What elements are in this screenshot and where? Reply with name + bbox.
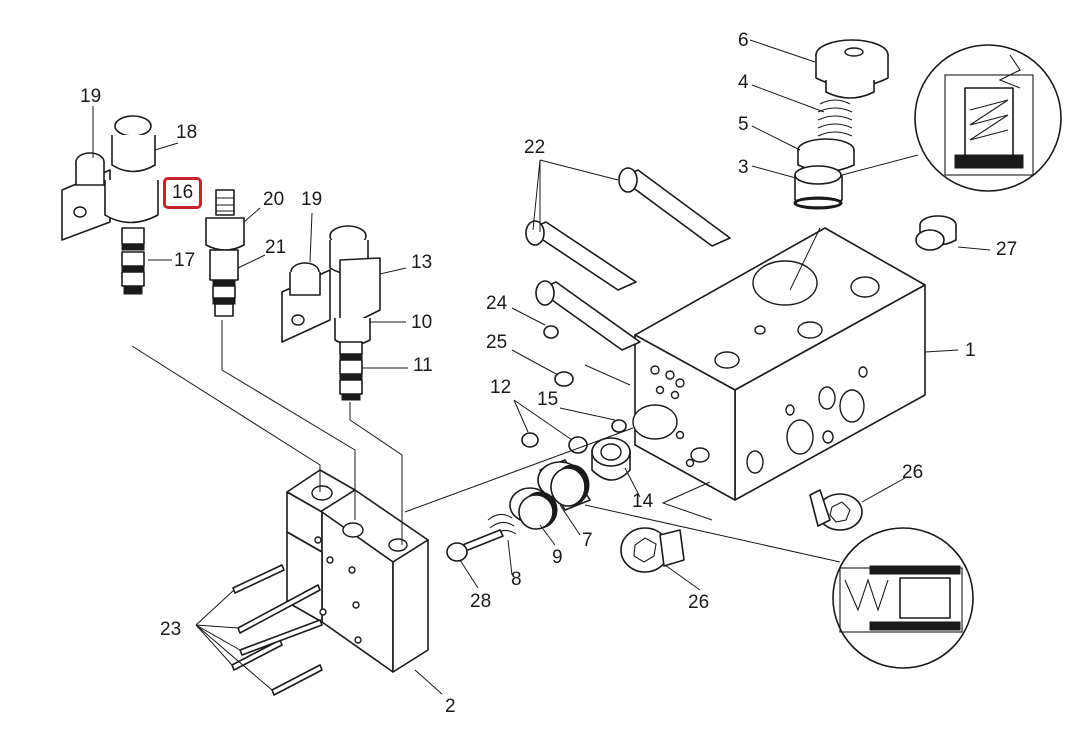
part-label-14: 14 <box>632 491 654 512</box>
bolts-22 <box>525 167 731 351</box>
part-label-10: 10 <box>411 312 433 333</box>
part-label-11: 11 <box>413 355 433 376</box>
manifold-block <box>632 227 926 501</box>
part-label-9: 9 <box>552 547 563 568</box>
part-label-13: 13 <box>411 252 433 273</box>
screws-23 <box>231 564 323 696</box>
part-label-28: 28 <box>470 591 492 612</box>
part-label-18: 18 <box>176 122 198 143</box>
part-label-21: 21 <box>265 237 287 258</box>
solenoid-valve-left <box>61 115 159 295</box>
assembly-lines <box>131 227 821 545</box>
part-label-6: 6 <box>738 30 749 51</box>
part-label-19-middle: 19 <box>301 189 323 210</box>
label-leaders <box>92 39 991 695</box>
part-label-20: 20 <box>263 189 285 210</box>
part-label-27: 27 <box>996 239 1018 260</box>
part-label-12: 12 <box>490 377 512 398</box>
part-label-7: 7 <box>582 530 593 551</box>
plug-26-bottom <box>620 527 685 573</box>
plug-26-right <box>809 489 863 531</box>
part-label-23: 23 <box>160 619 182 640</box>
part-label-5: 5 <box>738 114 749 135</box>
part-label-24: 24 <box>486 293 508 314</box>
part-label-16-highlighted[interactable]: 16 <box>163 177 203 209</box>
plug-27 <box>915 215 957 251</box>
solenoid-valve-middle <box>281 225 381 401</box>
part-label-2: 2 <box>445 696 456 717</box>
part-label-4: 4 <box>738 72 749 93</box>
part-label-25: 25 <box>486 332 508 353</box>
part-label-19: 19 <box>80 86 102 107</box>
part-label-26-right: 26 <box>902 462 924 483</box>
relief-valve-20 <box>205 189 245 317</box>
part-label-3: 3 <box>738 157 749 178</box>
seat-14 <box>591 437 631 481</box>
detail-view-bottom <box>832 527 974 669</box>
part-label-26-bottom: 26 <box>688 592 710 613</box>
spool-assembly <box>446 459 591 562</box>
detail-view-top <box>914 44 1062 192</box>
part-label-15: 15 <box>537 389 559 410</box>
part-label-1: 1 <box>965 340 976 361</box>
part-label-8: 8 <box>511 569 522 590</box>
cartridge-stack <box>793 39 889 210</box>
part-label-22: 22 <box>524 137 546 158</box>
sub-block-2 <box>286 469 429 673</box>
part-label-17: 17 <box>174 250 196 271</box>
